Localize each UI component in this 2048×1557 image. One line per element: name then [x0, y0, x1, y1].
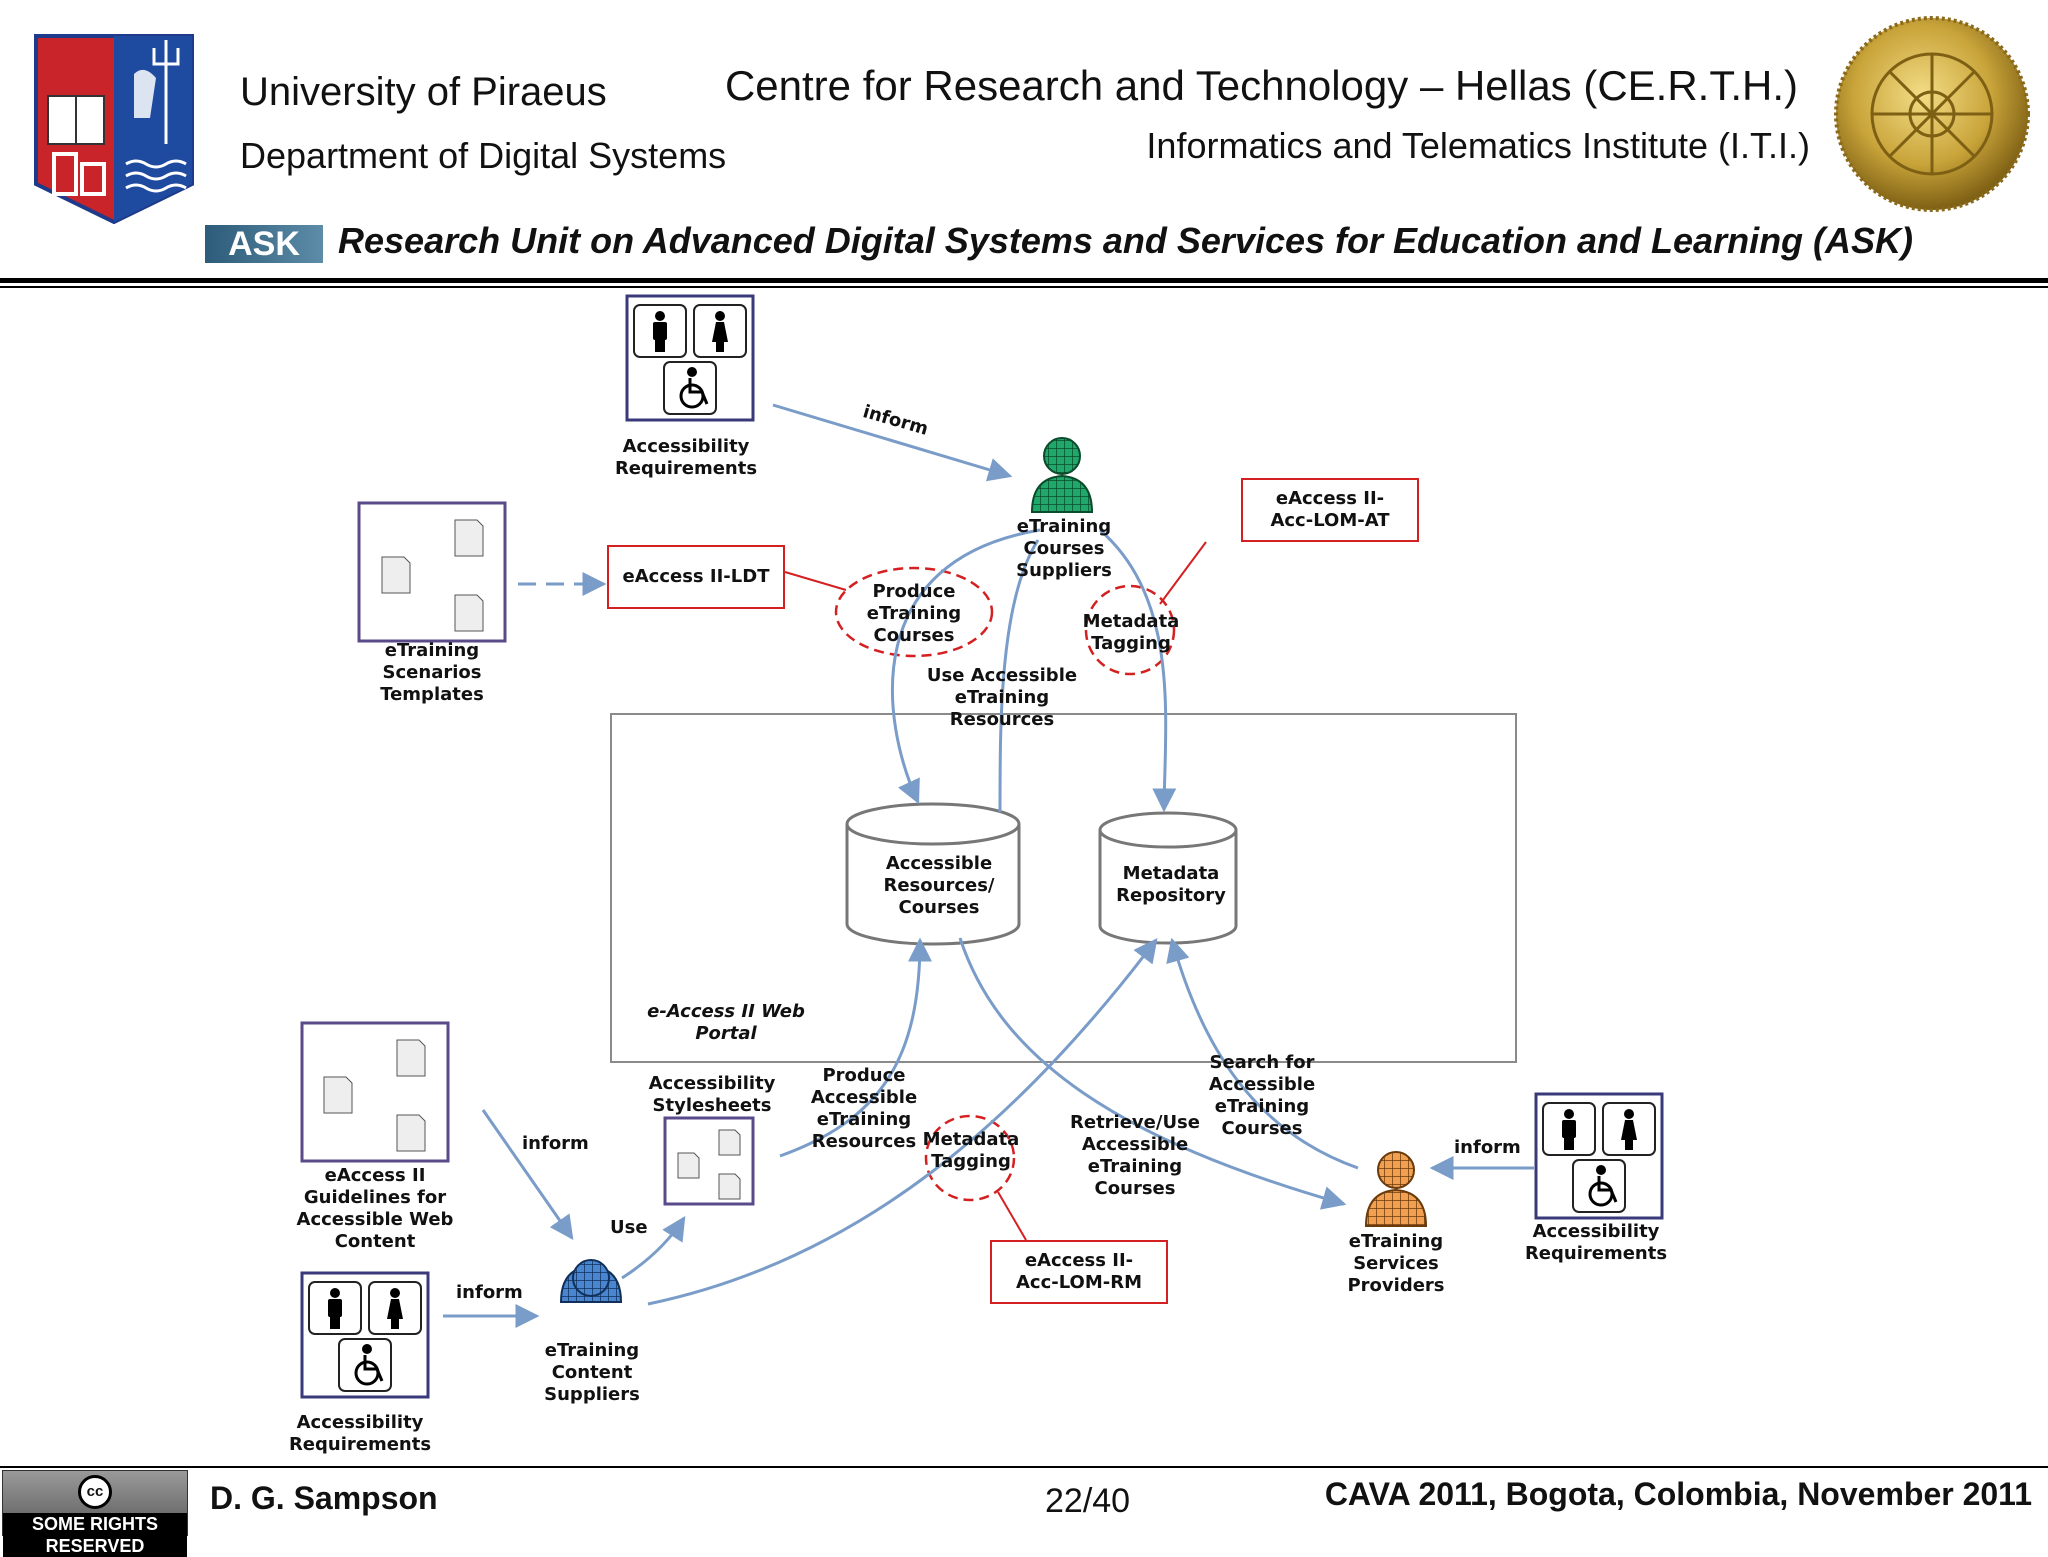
- header-divider-thin: [0, 286, 2048, 288]
- department-name: Department of Digital Systems: [240, 135, 727, 176]
- search-for-label: Search for Accessible eTraining Courses: [1208, 1052, 1316, 1139]
- arrow-tagging-repository: [1099, 528, 1177, 813]
- arrow-produce-accessible: [779, 937, 932, 1158]
- guidelines-label: eAccess II Guidelines for Accessible Web…: [296, 1165, 454, 1252]
- cc-icon: cc: [78, 1475, 112, 1509]
- accessibility-icon-left: [300, 1271, 430, 1399]
- courses-supplier-label: eTraining Courses Suppliers: [1016, 516, 1112, 581]
- services-provider-person: [1364, 1151, 1428, 1227]
- content-supplier-person: [559, 1259, 623, 1303]
- creative-commons-badge[interactable]: cc SOME RIGHTS RESERVED: [2, 1470, 188, 1557]
- arrow-use-stylesheets: [621, 1215, 686, 1280]
- metadata-repository-label: Metadata Repository: [1116, 863, 1226, 906]
- stylesheets-label: Accessibility Stylesheets: [648, 1073, 776, 1116]
- guidelines-document-icon: [300, 1021, 450, 1163]
- courses-supplier-person: [1030, 437, 1094, 513]
- research-unit-title: Research Unit on Advanced Digital System…: [338, 220, 1914, 261]
- use-accessible-label: Use Accessible eTraining Resources: [926, 665, 1078, 730]
- accessible-resources-cylinder: [845, 802, 1021, 946]
- arrow-produce-resources: [890, 528, 1041, 805]
- arrow-search-for: [1166, 937, 1359, 1170]
- cc-label: SOME RIGHTS RESERVED: [3, 1513, 187, 1557]
- metadata-tagging-top-ellipse: [1084, 584, 1176, 676]
- acc-req-left-label: Accessibility Requirements: [288, 1412, 432, 1455]
- acc-lom-at-box: eAccess II- Acc-LOM-AT: [1241, 478, 1419, 542]
- ldt-box: eAccess II-LDT: [607, 545, 785, 609]
- arrow-use-resources: [998, 539, 1040, 813]
- produce-courses-label: Produce eTraining Courses: [866, 581, 962, 646]
- acc-lom-rm-connector: [997, 1191, 1027, 1241]
- content-suppliers-label: eTraining Content Suppliers: [544, 1340, 640, 1405]
- arrow-retrieve-use: [958, 937, 1347, 1210]
- inform-left-label: inform: [456, 1282, 523, 1303]
- accessibility-icon-top: [625, 294, 755, 422]
- institute-name: Informatics and Telematics Institute (I.…: [1146, 125, 1810, 166]
- metadata-tagging-bottom-label: Metadata Tagging: [922, 1129, 1020, 1172]
- accessibility-icon-right: [1534, 1092, 1664, 1220]
- inform-guidelines-label: inform: [522, 1133, 589, 1154]
- event-info: CAVA 2011, Bogota, Colombia, November 20…: [1324, 1476, 2032, 1512]
- portal-label: e-Access II Web Portal: [647, 1001, 805, 1044]
- footer-divider: [0, 1466, 2048, 1468]
- stylesheets-document-icon: [663, 1116, 755, 1206]
- ldt-connector: [784, 571, 847, 591]
- acc-req-right-label: Accessibility Requirements: [1524, 1221, 1668, 1264]
- produce-courses-ellipse: [834, 566, 994, 658]
- web-portal-frame: [610, 713, 1517, 1063]
- header-divider: [0, 278, 2048, 283]
- metadata-repository-cylinder: [1098, 811, 1238, 945]
- acc-lom-at-connector: [1159, 541, 1207, 605]
- arrow-metadata-tagging-bottom: [647, 938, 1158, 1306]
- page-number: 22/40: [1045, 1482, 1131, 1520]
- metadata-tagging-top-label: Metadata Tagging: [1082, 611, 1180, 654]
- author: D. G. Sampson: [210, 1480, 438, 1516]
- ask-logo: ASK: [205, 225, 323, 263]
- acc-req-top-label: Accessibility Requirements: [614, 436, 758, 479]
- inform-right-label: inform: [1454, 1137, 1521, 1158]
- university-crest: [34, 34, 194, 224]
- acc-lom-rm-box: eAccess II- Acc-LOM-RM: [990, 1240, 1168, 1304]
- university-name: University of Piraeus: [240, 70, 607, 114]
- accessible-resources-label: Accessible Resources/ Courses: [883, 853, 995, 918]
- arrow-guidelines-inform: [481, 1109, 574, 1240]
- certh-seal: [1828, 14, 2036, 214]
- produce-accessible-label: Produce Accessible eTraining Resources: [810, 1065, 918, 1152]
- services-provider-label: eTraining Services Providers: [1347, 1231, 1445, 1296]
- templates-document-icon: [357, 501, 507, 643]
- templates-label: eTraining Scenarios Templates: [380, 640, 484, 705]
- metadata-tagging-bottom-ellipse: [924, 1114, 1016, 1202]
- arrow-inform-top: [772, 403, 1013, 482]
- use-label: Use: [610, 1217, 648, 1238]
- centre-name: Centre for Research and Technology – Hel…: [724, 62, 1798, 109]
- retrieve-use-label: Retrieve/Use Accessible eTraining Course…: [1070, 1112, 1200, 1199]
